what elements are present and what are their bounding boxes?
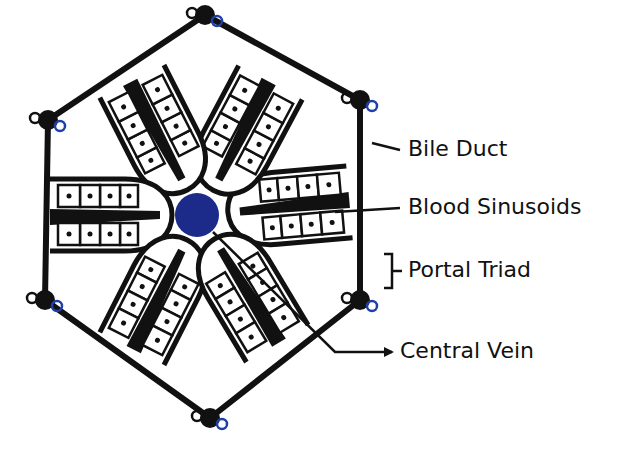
sinusoid-label: Blood Sinusoids bbox=[408, 194, 582, 220]
hepatocyte-plates bbox=[50, 65, 353, 365]
central-vein bbox=[175, 193, 219, 237]
leader-lines bbox=[213, 143, 402, 352]
portal-triads bbox=[27, 5, 377, 429]
bile-duct-label: Bile Duct bbox=[408, 136, 507, 162]
portal-triad-label: Portal Triad bbox=[408, 257, 531, 283]
lobule-outline bbox=[45, 15, 360, 418]
central-vein-label: Central Vein bbox=[400, 338, 534, 364]
